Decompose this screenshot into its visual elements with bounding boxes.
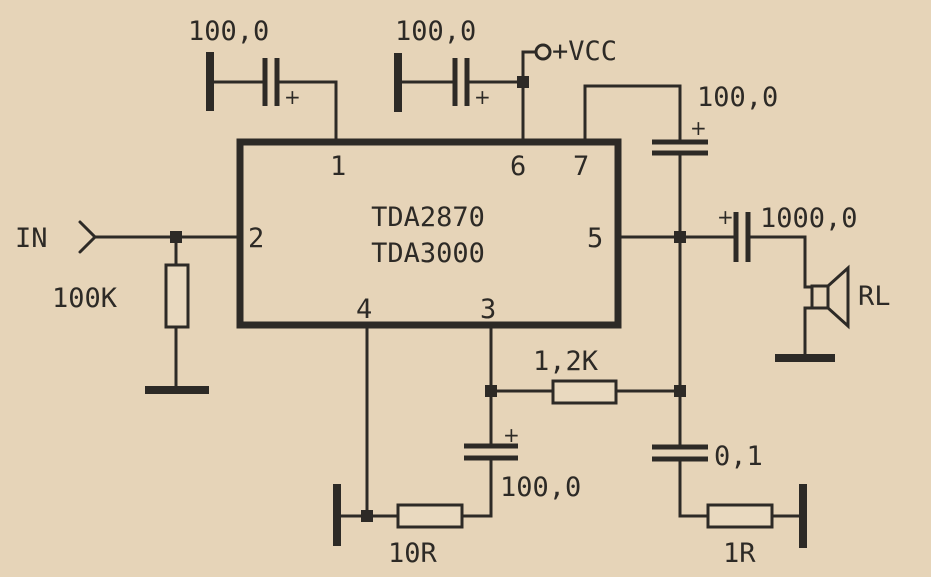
polarity-plus: + — [284, 85, 301, 109]
vcc-label: +VCC — [552, 36, 617, 67]
pin-4-label: 4 — [356, 294, 372, 325]
pin-7-label: 7 — [573, 151, 589, 182]
vcc-terminal — [534, 43, 552, 61]
polarity-plus: + — [474, 85, 491, 109]
r-fb-value: 1,2K — [533, 346, 599, 377]
c-out-value: 1000,0 — [760, 203, 858, 234]
c-fb-value: 100,0 — [500, 472, 581, 503]
capacitor-pin6: + — [394, 53, 529, 144]
ic-name-line2: TDA3000 — [371, 238, 485, 269]
polarity-plus: + — [717, 205, 734, 229]
c-pin1-value: 100,0 — [188, 16, 269, 47]
pin-1-label: 1 — [330, 151, 346, 182]
input-label: IN — [15, 223, 48, 254]
pin-3-label: 3 — [480, 294, 496, 325]
ic-body — [236, 138, 622, 329]
pin-2-label: 2 — [248, 223, 264, 254]
r-zobel-value: 1R — [723, 538, 756, 569]
load-label: RL — [858, 281, 891, 312]
speaker-symbol — [775, 264, 850, 362]
resistor-feedback — [489, 379, 686, 405]
pin-6-label: 6 — [510, 151, 526, 182]
c-zobel-value: 0,1 — [714, 441, 763, 472]
capacitor-pin1: + — [206, 52, 338, 144]
capacitor-feedback: + — [460, 423, 520, 518]
capacitor-pin7: + — [583, 84, 708, 239]
polarity-plus: + — [690, 116, 707, 140]
c-pin6-value: 100,0 — [395, 16, 476, 47]
junction-dot — [674, 231, 686, 243]
resistor-input — [145, 235, 209, 394]
capacitor-output: + — [717, 205, 814, 289]
c-pin7-value: 100,0 — [697, 82, 778, 113]
polarity-plus: + — [503, 423, 520, 447]
r-in-value: 100K — [52, 283, 118, 314]
ic-name-line1: TDA2870 — [371, 202, 485, 233]
r-pin4-value: 10R — [388, 538, 438, 569]
resistor-pin4 — [333, 323, 464, 546]
zobel-network — [652, 241, 807, 548]
pin-5-label: 5 — [587, 223, 603, 254]
input-terminal — [78, 220, 242, 254]
